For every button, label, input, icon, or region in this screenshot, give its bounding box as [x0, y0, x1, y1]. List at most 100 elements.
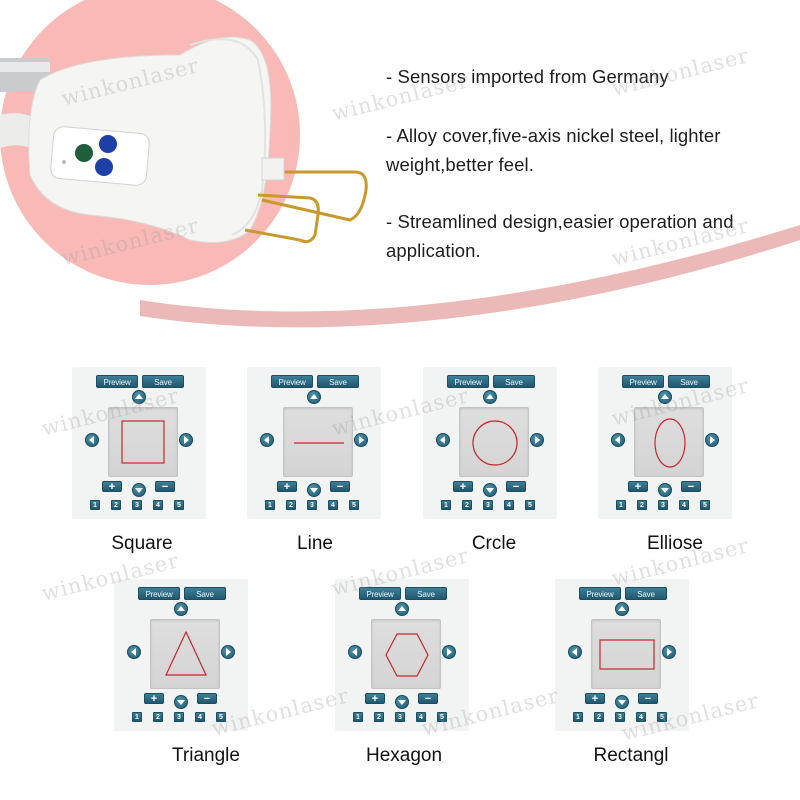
arrow-left-icon[interactable] — [436, 433, 450, 447]
preset-button-2[interactable]: 2 — [286, 500, 296, 510]
preview-button[interactable]: Preview — [359, 587, 401, 600]
preset-button-1[interactable]: 1 — [441, 500, 451, 510]
preset-button-2[interactable]: 2 — [637, 500, 647, 510]
preset-button-4[interactable]: 4 — [416, 712, 426, 722]
preset-button-2[interactable]: 2 — [374, 712, 384, 722]
feature-sensors: - Sensors imported from Germany — [386, 66, 669, 87]
save-button[interactable]: Save — [184, 587, 226, 600]
plus-button[interactable]: + — [277, 481, 297, 493]
plus-button[interactable]: + — [102, 481, 122, 493]
preset-button-1[interactable]: 1 — [353, 712, 363, 722]
preset-button-3[interactable]: 3 — [395, 712, 405, 722]
preset-button-1[interactable]: 1 — [616, 500, 626, 510]
minus-button[interactable]: − — [155, 481, 175, 493]
arrow-up-icon[interactable] — [483, 390, 497, 404]
arrow-left-icon[interactable] — [568, 645, 582, 659]
preset-button-5[interactable]: 5 — [525, 500, 535, 510]
arrow-down-icon[interactable] — [658, 483, 672, 497]
arrow-up-icon[interactable] — [307, 390, 321, 404]
save-button[interactable]: Save — [668, 375, 710, 388]
arrow-down-icon[interactable] — [483, 483, 497, 497]
arrow-up-icon[interactable] — [132, 390, 146, 404]
preset-button-5[interactable]: 5 — [349, 500, 359, 510]
control-panel-triangle: Preview Save + − 1 2 3 4 5 — [114, 579, 248, 731]
minus-button[interactable]: − — [506, 481, 526, 493]
preset-button-3[interactable]: 3 — [658, 500, 668, 510]
arrow-right-icon[interactable] — [179, 433, 193, 447]
arrow-down-icon[interactable] — [615, 695, 629, 709]
preset-button-1[interactable]: 1 — [90, 500, 100, 510]
shape-preview-screen — [150, 619, 220, 689]
preview-button[interactable]: Preview — [447, 375, 489, 388]
arrow-down-icon[interactable] — [174, 695, 188, 709]
plus-button[interactable]: + — [453, 481, 473, 493]
preview-button[interactable]: Preview — [271, 375, 313, 388]
arrow-right-icon[interactable] — [442, 645, 456, 659]
circle-shape-icon — [472, 420, 518, 466]
arrow-down-icon[interactable] — [395, 695, 409, 709]
plus-button[interactable]: + — [365, 693, 385, 705]
minus-button[interactable]: − — [681, 481, 701, 493]
preview-button[interactable]: Preview — [96, 375, 138, 388]
rectangle-shape-icon — [599, 639, 655, 670]
arrow-up-icon[interactable] — [658, 390, 672, 404]
save-button[interactable]: Save — [142, 375, 184, 388]
preset-button-1[interactable]: 1 — [132, 712, 142, 722]
arrow-right-icon[interactable] — [530, 433, 544, 447]
preset-button-2[interactable]: 2 — [153, 712, 163, 722]
arrow-right-icon[interactable] — [354, 433, 368, 447]
arrow-left-icon[interactable] — [127, 645, 141, 659]
preset-button-4[interactable]: 4 — [679, 500, 689, 510]
arrow-left-icon[interactable] — [85, 433, 99, 447]
arrow-right-icon[interactable] — [662, 645, 676, 659]
minus-button[interactable]: − — [638, 693, 658, 705]
arrow-left-icon[interactable] — [260, 433, 274, 447]
preview-button[interactable]: Preview — [622, 375, 664, 388]
preset-button-3[interactable]: 3 — [174, 712, 184, 722]
preset-button-3[interactable]: 3 — [307, 500, 317, 510]
preset-button-5[interactable]: 5 — [216, 712, 226, 722]
save-button[interactable]: Save — [493, 375, 535, 388]
preset-button-5[interactable]: 5 — [437, 712, 447, 722]
preset-button-2[interactable]: 2 — [111, 500, 121, 510]
plus-button[interactable]: + — [585, 693, 605, 705]
arrow-left-icon[interactable] — [348, 645, 362, 659]
preset-button-2[interactable]: 2 — [462, 500, 472, 510]
ellipse-shape-icon — [654, 418, 686, 468]
preset-button-4[interactable]: 4 — [328, 500, 338, 510]
arrow-up-icon[interactable] — [395, 602, 409, 616]
preset-button-4[interactable]: 4 — [195, 712, 205, 722]
shape-label-triangle: Triangle — [172, 745, 240, 766]
preset-button-4[interactable]: 4 — [636, 712, 646, 722]
save-button[interactable]: Save — [317, 375, 359, 388]
arrow-up-icon[interactable] — [615, 602, 629, 616]
preset-button-5[interactable]: 5 — [657, 712, 667, 722]
save-button[interactable]: Save — [405, 587, 447, 600]
arrow-down-icon[interactable] — [132, 483, 146, 497]
preset-button-2[interactable]: 2 — [594, 712, 604, 722]
preset-button-3[interactable]: 3 — [483, 500, 493, 510]
minus-button[interactable]: − — [330, 481, 350, 493]
preset-button-3[interactable]: 3 — [132, 500, 142, 510]
arrow-right-icon[interactable] — [221, 645, 235, 659]
arrow-right-icon[interactable] — [705, 433, 719, 447]
arrow-left-icon[interactable] — [611, 433, 625, 447]
preset-button-1[interactable]: 1 — [573, 712, 583, 722]
preset-button-1[interactable]: 1 — [265, 500, 275, 510]
preset-button-5[interactable]: 5 — [700, 500, 710, 510]
preset-button-5[interactable]: 5 — [174, 500, 184, 510]
arrow-up-icon[interactable] — [174, 602, 188, 616]
plus-button[interactable]: + — [628, 481, 648, 493]
minus-button[interactable]: − — [418, 693, 438, 705]
preset-button-3[interactable]: 3 — [615, 712, 625, 722]
preset-button-4[interactable]: 4 — [504, 500, 514, 510]
arrow-down-icon[interactable] — [307, 483, 321, 497]
plus-button[interactable]: + — [144, 693, 164, 705]
preview-button[interactable]: Preview — [579, 587, 621, 600]
save-button[interactable]: Save — [625, 587, 667, 600]
control-panel-circle: Preview Save + − 1 2 3 4 5 — [423, 367, 557, 519]
preset-button-4[interactable]: 4 — [153, 500, 163, 510]
control-panel-square: Preview Save + − 1 2 3 4 5 — [72, 367, 206, 519]
minus-button[interactable]: − — [197, 693, 217, 705]
preview-button[interactable]: Preview — [138, 587, 180, 600]
